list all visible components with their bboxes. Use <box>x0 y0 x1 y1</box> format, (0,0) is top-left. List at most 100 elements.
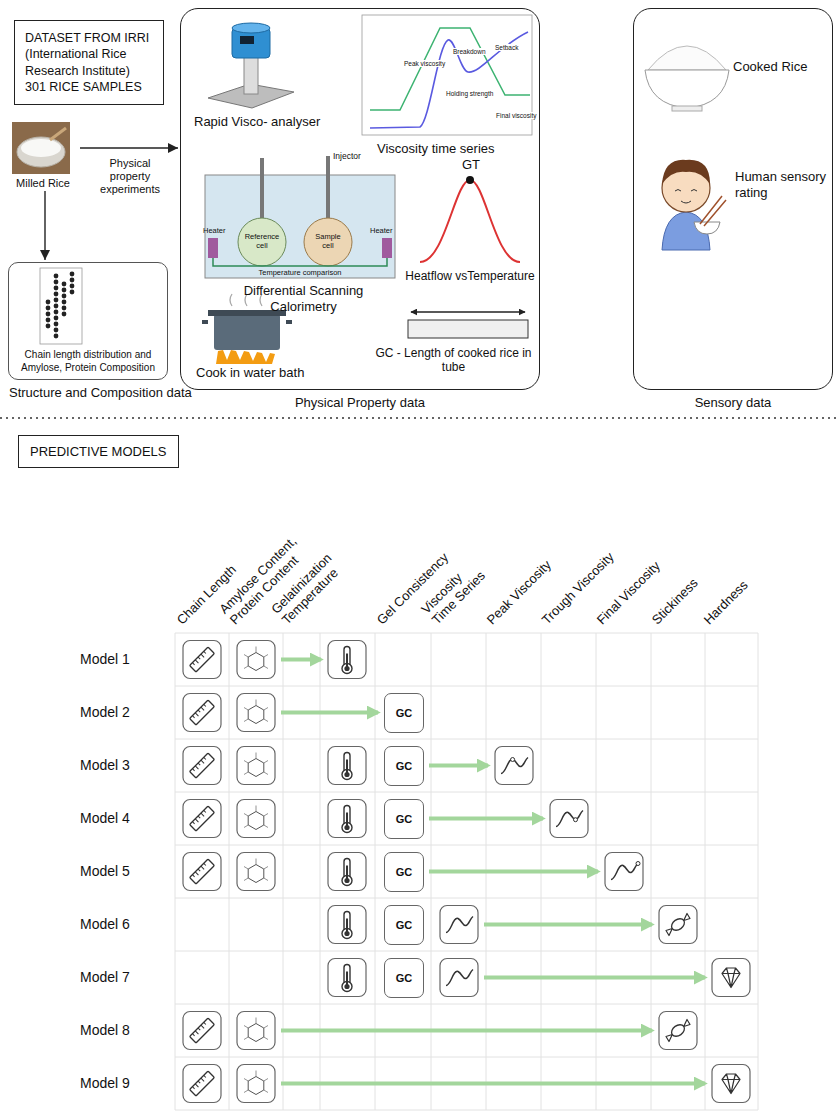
connector-arrow <box>80 147 178 148</box>
starch-chain-drawing <box>70 272 75 277</box>
starch-chain-drawing <box>54 304 59 309</box>
row-label: Model 9 <box>80 1075 130 1091</box>
box-text: Rapid Visco- analyser <box>194 114 320 129</box>
section-divider <box>0 418 840 419</box>
box-text: Cook in water bath <box>196 365 304 380</box>
box-text: DATASET FROM IRRI (International Rice Re… <box>25 30 153 95</box>
model-arrow <box>281 711 378 715</box>
starch-chain-drawing <box>54 280 59 285</box>
rice-bowl <box>648 46 726 70</box>
molecule-icon <box>237 853 275 891</box>
box-text: Cooked Rice <box>733 59 807 74</box>
starch-chain-drawing <box>54 298 59 303</box>
heatflow-plot <box>420 180 520 262</box>
molecule-icon <box>237 641 275 679</box>
gem-icon <box>712 959 750 997</box>
starch-chain-drawing <box>54 322 59 327</box>
rice-bowl <box>645 70 729 108</box>
starch-chain-drawing <box>62 282 67 287</box>
thermometer-icon <box>328 906 366 944</box>
candy-icon <box>659 1012 697 1050</box>
molecule-icon <box>237 1012 275 1050</box>
cooking-pot <box>202 320 292 324</box>
gc-icon-box: GC <box>384 905 424 945</box>
chart-annotation: Setback <box>494 44 520 51</box>
gc-icon-box: GC <box>384 799 424 839</box>
gc-icon-box: GC <box>384 852 424 892</box>
apparatus-label: Reference cell <box>242 233 282 250</box>
rva-instrument <box>208 23 294 108</box>
row-label: Model 8 <box>80 1022 130 1038</box>
candy-icon <box>659 906 697 1050</box>
curve-icon <box>550 800 588 838</box>
molecule-icon <box>237 800 275 838</box>
row-label: Model 2 <box>80 704 130 720</box>
model-grid <box>175 633 758 1110</box>
molecule-icon <box>237 641 275 1103</box>
panel-heading: Sensory data <box>634 395 832 410</box>
peak-marker-label: GT <box>462 157 480 172</box>
gc-tube <box>408 320 528 338</box>
rva-instrument <box>244 56 258 94</box>
ruler-icon <box>183 694 221 732</box>
dsc-apparatus <box>205 156 395 278</box>
taster-figure <box>694 222 720 234</box>
thermometer-icon <box>328 959 366 997</box>
molecule-icon <box>237 694 275 732</box>
row-label: Model 4 <box>80 810 130 826</box>
starch-chain-drawing <box>54 286 59 291</box>
section-heading-box: PREDICTIVE MODELS <box>18 435 179 468</box>
thermometer-icon <box>328 853 366 891</box>
rice-photo <box>50 128 66 140</box>
rva-instrument <box>240 36 254 44</box>
box-text: GC <box>396 972 413 984</box>
starch-chain-drawing <box>46 324 51 329</box>
starch-chain-drawing <box>62 294 67 299</box>
row-label: Model 3 <box>80 757 130 773</box>
structure-panel: Chain length distribution and Amylose, P… <box>8 262 168 380</box>
box-text: GC <box>396 760 413 772</box>
gc-icon-box: GC <box>384 693 424 733</box>
box-text: PREDICTIVE MODELS <box>30 444 167 459</box>
gc-icon-box: GC <box>384 958 424 998</box>
ruler-icon <box>183 1012 221 1050</box>
model-arrow <box>484 976 705 980</box>
row-label: Model 7 <box>80 969 130 985</box>
starch-chain-drawing <box>62 288 67 293</box>
curve-icon <box>605 853 643 891</box>
chart-annotation: Peak viscosity <box>403 60 446 67</box>
dsc-apparatus <box>304 218 352 266</box>
box-text: Differential Scanning Calorimetry <box>226 283 381 316</box>
ruler-icon <box>183 853 221 891</box>
starch-chain-drawing <box>46 272 75 339</box>
gc-tube <box>408 312 528 338</box>
model-arrow <box>281 1082 705 1086</box>
gc-icon-box: GC <box>384 746 424 786</box>
box-text: GC <box>396 866 413 878</box>
thermometer-icon <box>328 800 366 838</box>
model-arrow <box>281 1029 652 1033</box>
gem-icon <box>712 959 750 1103</box>
box-text: GC - Length of cooked rice in tube <box>371 346 536 375</box>
curve-icon <box>495 747 533 785</box>
starch-chain-drawing <box>62 306 67 311</box>
model-arrow <box>429 817 543 821</box>
box-text: GC <box>396 919 413 931</box>
apparatus-label: Sample cell <box>311 233 345 250</box>
panel-heading: Physical Property data <box>181 395 539 410</box>
thermometer-icon <box>328 641 366 997</box>
column-header: Stickiness <box>649 576 701 628</box>
curve-icon <box>440 906 478 944</box>
dsc-apparatus <box>238 218 286 266</box>
ruler-icon <box>183 641 221 1103</box>
heatflow-plot <box>420 176 520 262</box>
box-text: Milled Rice <box>8 177 78 189</box>
candy-icon <box>659 906 697 944</box>
starch-chain-drawing <box>62 312 67 317</box>
rice-photo <box>17 137 65 167</box>
starch-chain-drawing <box>54 334 59 339</box>
connector-arrow <box>44 191 45 260</box>
cooking-pot <box>214 314 280 350</box>
starch-chain-drawing <box>54 274 59 279</box>
rva-instrument <box>232 23 270 33</box>
